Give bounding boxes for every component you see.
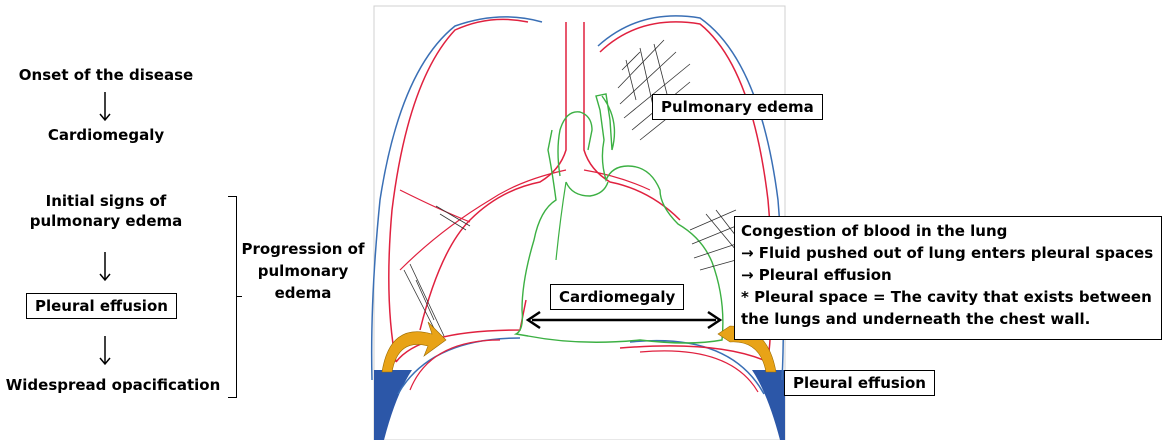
pulmonary-edema-label: Pulmonary edema — [652, 94, 823, 120]
heart-inner-line — [556, 182, 566, 260]
callout-line-2: → Fluid pushed out of lung enters pleura… — [741, 242, 1155, 264]
cardiomegaly-label: Cardiomegaly — [550, 284, 684, 310]
left-lung-base — [396, 300, 526, 362]
right-diaphragm-outline — [630, 341, 764, 394]
aorta-arch — [558, 112, 592, 176]
pulmonary-artery — [566, 182, 608, 196]
callout-line-1: Congestion of blood in the lung — [741, 220, 1155, 242]
bronchus-left — [400, 170, 566, 270]
right-lower-vessel — [640, 351, 758, 392]
chest-outline-left — [372, 17, 542, 380]
edema-hatch-upper-right — [618, 40, 690, 140]
callout-line-4: * Pleural space = The cavity that exists… — [741, 286, 1155, 308]
congestion-explanation-box: Congestion of blood in the lung → Fluid … — [734, 216, 1162, 340]
pleural-effusion-label: Pleural effusion — [784, 370, 935, 396]
left-lung-inner-fissure — [400, 190, 470, 222]
trachea-right-wall — [584, 22, 680, 220]
bronchus-right — [584, 170, 650, 190]
callout-line-3: → Pleural effusion — [741, 264, 1155, 286]
callout-line-5: the lungs and underneath the chest wall. — [741, 308, 1155, 330]
diagram-frame — [374, 6, 785, 440]
edema-hatch-right-mid — [690, 210, 736, 270]
right-effusion-fill — [752, 370, 785, 440]
right-lung-base — [620, 346, 768, 362]
edema-hatch-left — [404, 206, 470, 340]
